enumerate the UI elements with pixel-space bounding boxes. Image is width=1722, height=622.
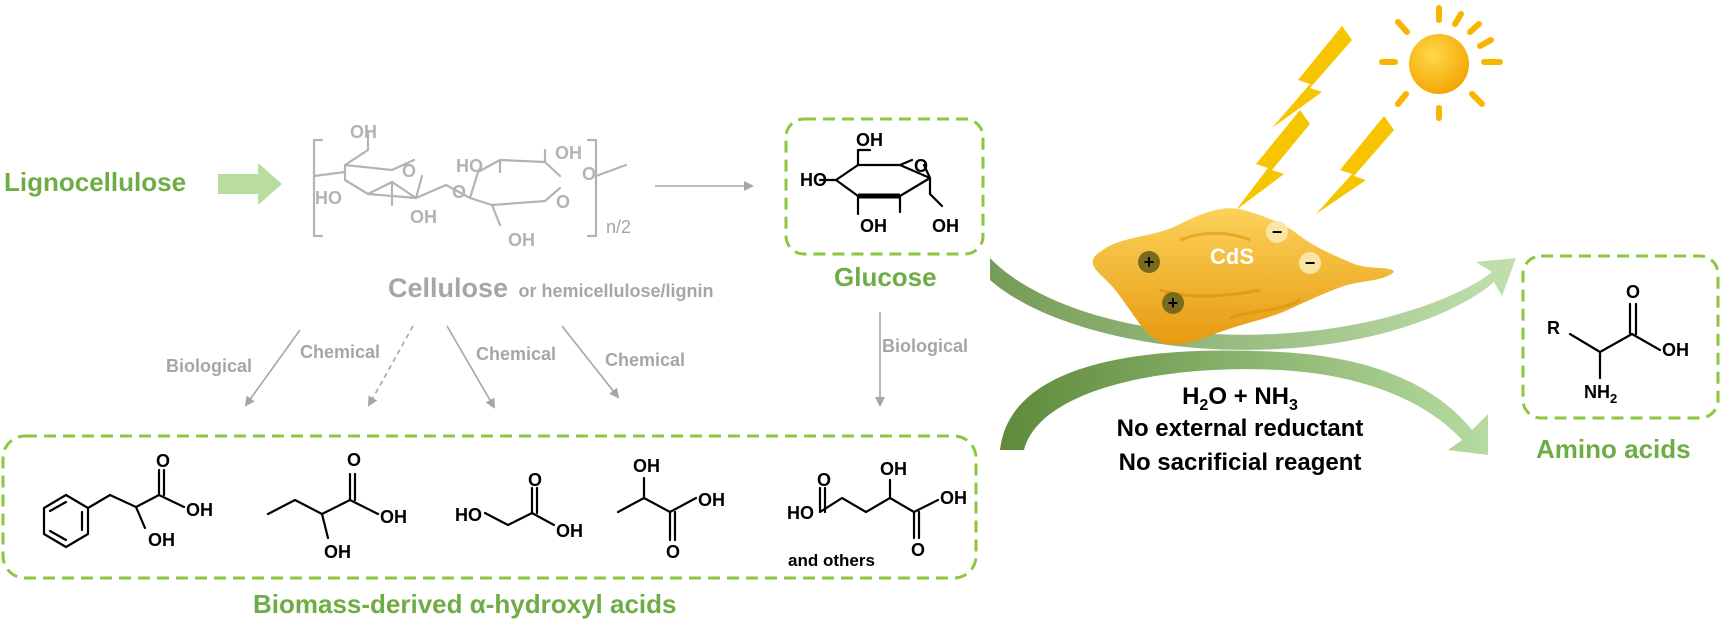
lignocellulose-label: Lignocellulose: [4, 167, 186, 197]
reaction-arc-lower: [1000, 350, 1488, 455]
amino-acids-box: [1521, 254, 1720, 420]
atom-o: O: [556, 192, 570, 212]
pathway-arrow-1: [244, 329, 301, 407]
pathway-label-2: Chemical: [300, 342, 380, 362]
atom-o: O: [347, 450, 361, 470]
atom-ho: HO: [800, 170, 827, 190]
atom-o: O: [1626, 282, 1640, 302]
cellulose-suffix: or hemicellulose/lignin: [519, 281, 714, 301]
pathway-label-4: Chemical: [605, 350, 685, 370]
pathway-arrow-4: [561, 325, 620, 399]
atom-o: O: [817, 470, 831, 490]
atom-oh: OH: [860, 216, 887, 236]
lightning-bolt-icon: [1236, 26, 1394, 214]
cellulose-name: Cellulose: [388, 273, 508, 303]
lactic-acid-structure: OH OH O: [616, 456, 725, 562]
hydroxyl-acids-title: Biomass-derived α-hydroxyl acids: [253, 589, 676, 619]
hole-plus-2: +: [1168, 293, 1179, 313]
conditions-line-1: H2O + NH3: [1182, 383, 1298, 414]
glycolic-acid-structure: HO O OH: [455, 470, 583, 541]
atom-oh: OH: [555, 143, 582, 163]
pathway-label-3: Chemical: [476, 344, 556, 364]
atom-oh: OH: [556, 521, 583, 541]
atom-oh: OH: [932, 216, 959, 236]
hydroxybutyric-acid-structure: O OH OH: [266, 450, 407, 562]
atom-oh: OH: [880, 459, 907, 479]
pathway-label-1: Biological: [166, 356, 252, 376]
atom-oh: OH: [1662, 340, 1689, 360]
atom-nh-sub: 2: [1610, 391, 1617, 406]
amino-acids-label: Amino acids: [1536, 434, 1691, 464]
hole-plus-1: +: [1144, 252, 1155, 272]
reaction-arc-upper: [990, 258, 1516, 350]
cds-particle: + + − − CdS: [1092, 208, 1394, 345]
atom-oh: OH: [856, 130, 883, 150]
glucose-structure: OH HO O OH OH: [800, 130, 959, 236]
pathway-label-5: Biological: [882, 336, 968, 356]
atom-nh: NH: [1584, 382, 1610, 402]
atom-o: O: [156, 451, 170, 471]
atom-o: O: [911, 540, 925, 560]
atom-oh: OH: [186, 500, 213, 520]
cds-label: CdS: [1210, 244, 1254, 269]
atom-ho: HO: [787, 503, 814, 523]
atom-oh: OH: [508, 230, 535, 250]
amino-acid-structure: R O OH NH2: [1547, 282, 1689, 406]
conditions-sub-3: 3: [1289, 397, 1298, 414]
and-others-label: and others: [788, 551, 875, 570]
glucose-label: Glucose: [834, 262, 937, 292]
atom-o: O: [528, 470, 542, 490]
conditions-sub-2: 2: [1199, 397, 1208, 414]
phenyllactic-acid-structure: O OH OH: [42, 451, 213, 550]
atom-o: O: [582, 164, 596, 184]
electron-minus-2: −: [1305, 253, 1316, 273]
conditions-line-3: No sacrificial reagent: [1119, 449, 1362, 476]
atom-oh: OH: [940, 488, 967, 508]
cellulose-label: Cellulose or hemicellulose/lignin: [388, 273, 714, 303]
atom-o: O: [402, 161, 416, 181]
atom-oh: OH: [324, 542, 351, 562]
atom-ho: HO: [455, 505, 482, 525]
atom-oh: OH: [633, 456, 660, 476]
repeat-index: n/2: [606, 217, 631, 237]
atom-o: O: [666, 542, 680, 562]
atom-oh: OH: [350, 122, 377, 142]
atom-o: O: [452, 182, 466, 202]
pathway-arrow-2: [368, 325, 414, 407]
lignocellulose-arrow: [218, 163, 282, 205]
glucose-box: [784, 117, 985, 256]
atom-oh: OH: [148, 530, 175, 550]
atom-oh: OH: [410, 207, 437, 227]
conditions-o-nh: O + NH: [1208, 383, 1289, 410]
atom-ho: HO: [456, 156, 483, 176]
hydroxyl-acids-box: [1, 434, 978, 580]
atom-r: R: [1547, 318, 1560, 338]
electron-minus-1: −: [1272, 222, 1283, 242]
conditions-h: H: [1182, 383, 1199, 410]
cellulose-structure: OH O HO OH O HO OH O OH O n/2: [312, 122, 631, 250]
atom-nh2: NH2: [1584, 382, 1617, 406]
malic-acid-structure: HO O OH OH O: [787, 459, 967, 560]
atom-oh: OH: [380, 507, 407, 527]
atom-o: O: [914, 156, 928, 176]
conditions-line-2: No external reductant: [1117, 415, 1364, 442]
sun-icon: [1379, 5, 1503, 121]
atom-oh: OH: [698, 490, 725, 510]
pathway-arrow-3: [446, 325, 496, 409]
atom-ho: HO: [315, 188, 342, 208]
